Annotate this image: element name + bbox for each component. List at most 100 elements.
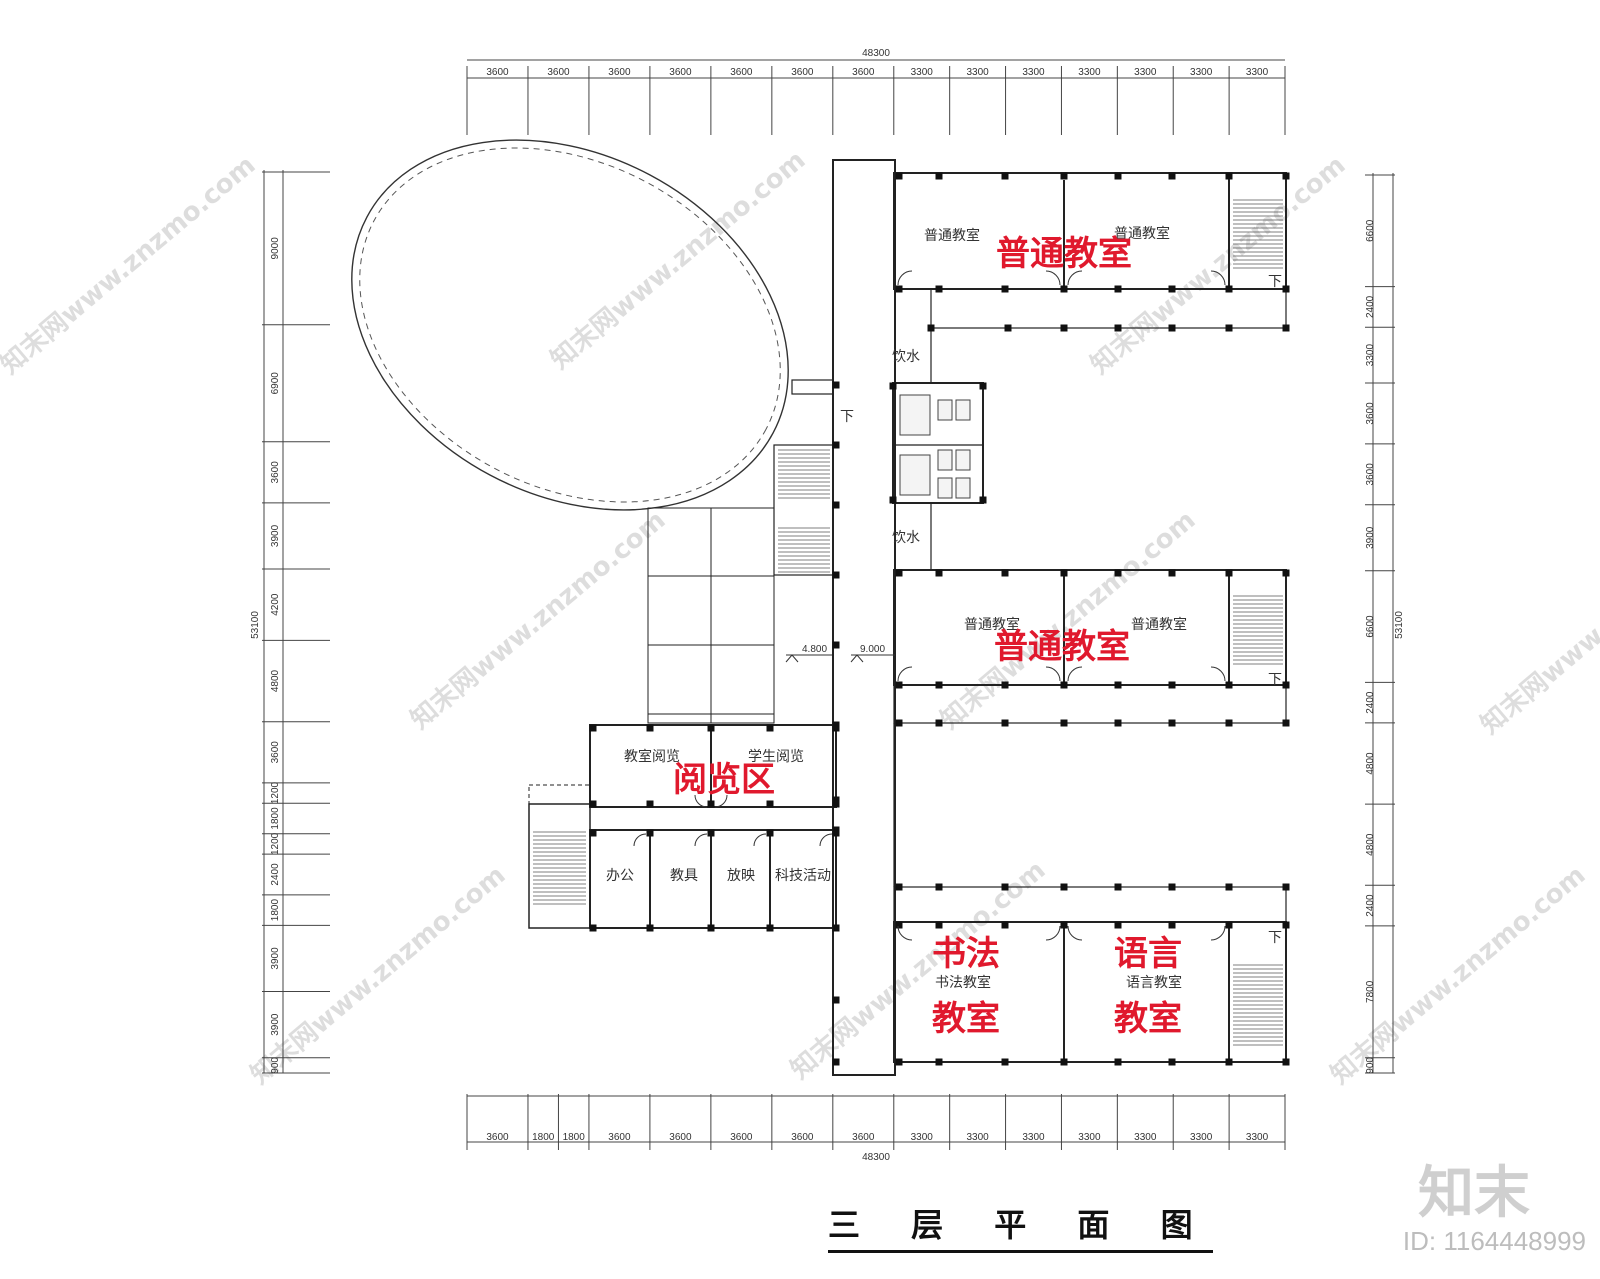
column xyxy=(1114,172,1122,180)
column xyxy=(889,382,897,390)
dimension-label: 3300 xyxy=(1078,67,1101,78)
dimension-label: 3600 xyxy=(608,67,631,78)
column xyxy=(1282,921,1290,929)
dimension-label: 3300 xyxy=(911,67,934,78)
dimension-label: 1200 xyxy=(270,781,281,804)
dim-top-total: 48300 xyxy=(862,48,890,59)
column xyxy=(1001,681,1009,689)
column xyxy=(935,681,943,689)
dimension-label: 3300 xyxy=(1246,1132,1269,1143)
dimension-label: 3300 xyxy=(966,67,989,78)
watermark: 知末网www.znzmo.com xyxy=(785,855,1051,1085)
dimension-label: 3300 xyxy=(1078,1132,1101,1143)
dimension-label: 2400 xyxy=(1365,691,1376,714)
column xyxy=(1060,921,1068,929)
column xyxy=(1114,1058,1122,1066)
column xyxy=(832,924,840,932)
column xyxy=(707,800,715,808)
dimension-label: 3600 xyxy=(852,67,875,78)
column xyxy=(832,724,840,732)
dimension-label: 1800 xyxy=(270,899,281,922)
zone-label-language-line1: 语言 xyxy=(1114,934,1182,974)
column xyxy=(1114,883,1122,891)
dimension-label: 3600 xyxy=(730,67,753,78)
column xyxy=(1060,883,1068,891)
drawing-title: 三 层 平 面 图 xyxy=(828,1200,1213,1253)
dimension-label: 3600 xyxy=(608,1132,631,1143)
dimension-label: 3600 xyxy=(486,1132,509,1143)
column xyxy=(766,724,774,732)
dimension-labels: 3600 3600 3600 3600 3600 3600 3600 3300 3300 3300… xyxy=(270,67,1376,1143)
room-teaching-aids: 教具 xyxy=(670,868,698,884)
column xyxy=(1060,285,1068,293)
level-mark-b: 9.000 xyxy=(860,644,885,655)
column xyxy=(1114,921,1122,929)
column xyxy=(832,441,840,449)
dimension-label: 1800 xyxy=(270,807,281,830)
column xyxy=(1114,324,1122,332)
column xyxy=(589,924,597,932)
column xyxy=(832,996,840,1004)
column xyxy=(1001,172,1009,180)
zone-label-calligraphy-line1: 书法 xyxy=(932,934,1000,974)
column xyxy=(1168,569,1176,577)
column xyxy=(1060,172,1068,180)
column xyxy=(589,800,597,808)
dimension-label: 900 xyxy=(270,1057,281,1074)
dimension-label: 3600 xyxy=(791,1132,814,1143)
column xyxy=(1225,569,1233,577)
brand-logo: 知末 xyxy=(1418,1161,1530,1226)
column xyxy=(935,719,943,727)
column xyxy=(832,1058,840,1066)
column xyxy=(832,800,840,808)
column xyxy=(1001,285,1009,293)
column xyxy=(935,883,943,891)
dimension-label: 3300 xyxy=(1022,67,1045,78)
structural-columns xyxy=(589,172,1290,1066)
dimension-label: 1200 xyxy=(270,832,281,855)
zone-label-language-line2: 教室 xyxy=(1114,999,1182,1039)
dimension-label: 3600 xyxy=(1365,463,1376,486)
room-office: 办公 xyxy=(606,868,634,884)
column xyxy=(832,381,840,389)
dimension-label: 3300 xyxy=(1190,67,1213,78)
dimension-label: 2400 xyxy=(1365,295,1376,318)
column xyxy=(766,924,774,932)
column xyxy=(895,569,903,577)
watermark-layer: 知末网www.znzmo.com 知末网www.znzmo.com 知末网www… xyxy=(0,145,1600,1090)
column xyxy=(1282,719,1290,727)
column xyxy=(832,829,840,837)
column xyxy=(1001,569,1009,577)
dimension-label: 3600 xyxy=(669,1132,692,1143)
dimension-label: 6900 xyxy=(270,372,281,395)
column xyxy=(935,172,943,180)
column xyxy=(927,324,935,332)
column xyxy=(1168,324,1176,332)
oval-track xyxy=(351,139,789,511)
column xyxy=(895,921,903,929)
room-science-activity: 科技活动 xyxy=(775,868,831,884)
dimension-label: 3600 xyxy=(1365,402,1376,425)
column xyxy=(1168,719,1176,727)
dimension-ticks xyxy=(262,66,1395,1150)
column xyxy=(1225,681,1233,689)
dimension-label: 3300 xyxy=(1134,1132,1157,1143)
column xyxy=(1001,1058,1009,1066)
room-reading-student: 学生阅览 xyxy=(748,749,804,765)
dim-left-total: 53100 xyxy=(250,611,261,639)
column xyxy=(832,571,840,579)
column xyxy=(1114,681,1122,689)
label-drinking-water-2: 饮水 xyxy=(892,530,920,546)
column xyxy=(1114,285,1122,293)
dimension-label: 3300 xyxy=(1134,67,1157,78)
column xyxy=(832,501,840,509)
toilet-fixtures xyxy=(899,394,971,499)
dimension-label: 3600 xyxy=(270,461,281,484)
column xyxy=(1001,921,1009,929)
building-walls xyxy=(528,159,1287,1076)
dimension-label: 4800 xyxy=(270,669,281,692)
room-classroom-b1: 普通教室 xyxy=(964,616,1020,633)
column xyxy=(979,382,987,390)
column xyxy=(1168,285,1176,293)
